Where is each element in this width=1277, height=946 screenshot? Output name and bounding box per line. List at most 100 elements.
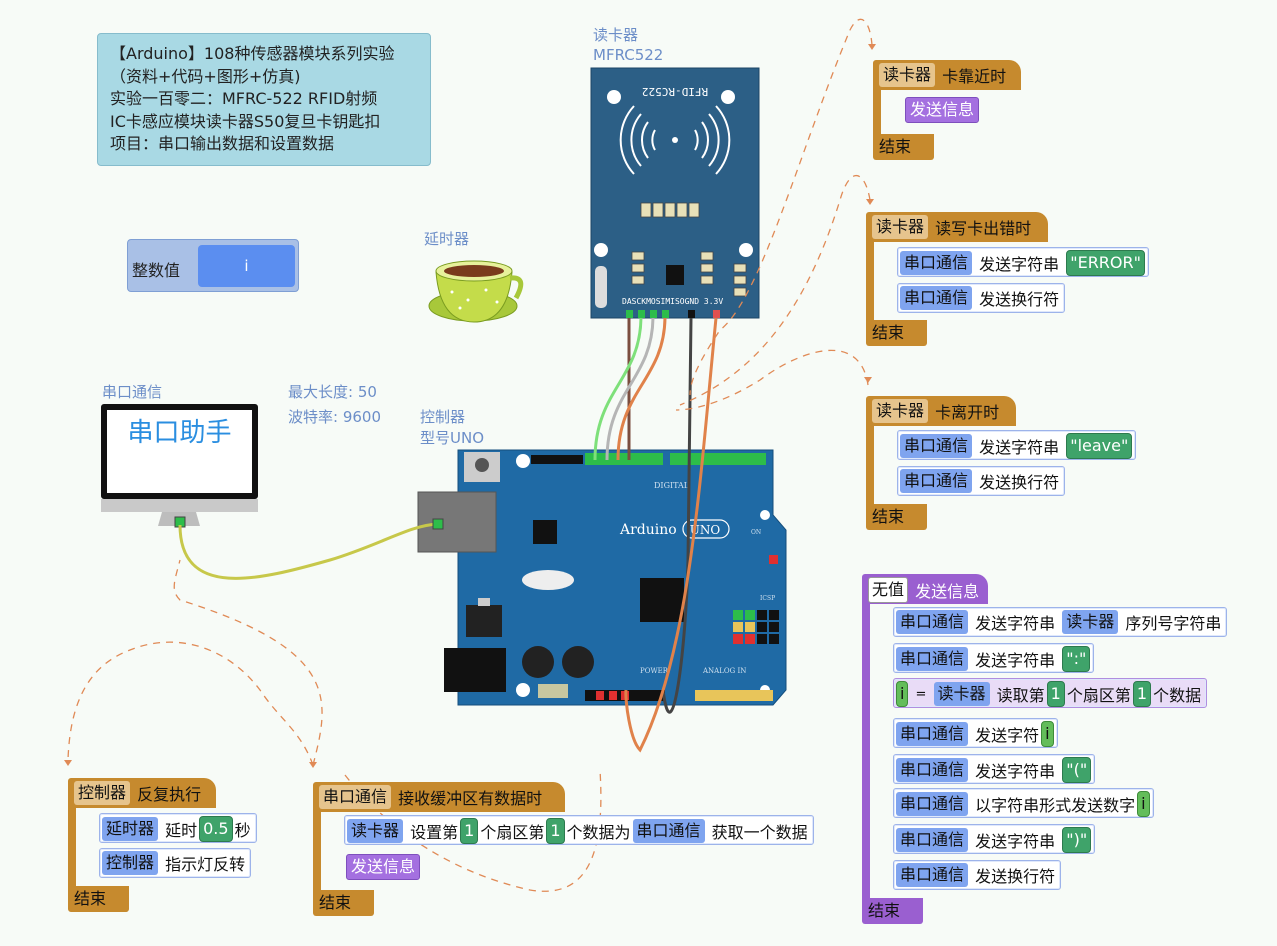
rfid-board-text: RFID-RC522 [642, 85, 708, 98]
event-label: 反复执行 [137, 785, 202, 804]
action-label: 以字符串形式发送数字 [975, 796, 1136, 815]
statement-row[interactable]: 控制器 指示灯反转 [99, 848, 252, 878]
rfid-pin-labels: DASCKMOSIMISOGND 3.3V [622, 297, 723, 306]
function-name-label: 发送信息 [915, 582, 980, 601]
call-row[interactable]: 发送信息 [344, 852, 423, 882]
teacup-delay-icon[interactable] [428, 260, 524, 323]
event-hat[interactable]: 控制器 反复执行 [68, 778, 216, 808]
string-value-chip[interactable]: "ERROR" [1066, 250, 1145, 276]
string-value-chip[interactable]: ":" [1062, 646, 1091, 672]
block-side [866, 426, 874, 506]
action-label: 发送字符 [975, 726, 1040, 745]
block-end: 结束 [866, 320, 927, 346]
variable-chip[interactable]: i [1137, 791, 1150, 817]
serial-monitor[interactable]: 串口助手 [101, 404, 258, 499]
device-chip[interactable]: 读卡器 [347, 819, 404, 843]
project-title-box: 【Arduino】108种传感器模块系列实验 （资料+代码+图形+仿真) 实验一… [97, 33, 431, 166]
title-line: IC卡感应模块读卡器S50复旦卡钥匙扣 [110, 111, 381, 131]
number-chip[interactable]: 1 [1132, 681, 1152, 707]
device-chip[interactable]: 串口通信 [319, 785, 392, 809]
string-value-chip[interactable]: "(" [1062, 757, 1092, 783]
device-chip[interactable]: 读卡器 [879, 63, 936, 87]
device-chip[interactable]: 读卡器 [872, 399, 929, 423]
string-value-chip[interactable]: ")" [1062, 827, 1092, 853]
action-label: 发送字符串 [979, 255, 1060, 274]
action-label: 个数据为 [566, 823, 631, 842]
statement-row[interactable]: 串口通信 发送字符串 读卡器 序列号字符串 [893, 607, 1228, 637]
device-chip[interactable]: 串口通信 [632, 819, 705, 843]
statement-row[interactable]: 串口通信 发送字符串 "leave" [897, 430, 1137, 460]
device-chip[interactable]: 串口通信 [896, 610, 969, 634]
number-chip[interactable]: 1 [460, 818, 479, 844]
device-chip[interactable]: 串口通信 [896, 792, 969, 816]
device-chip[interactable]: 串口通信 [900, 251, 973, 275]
number-chip[interactable]: 0.5 [199, 816, 233, 842]
event-hat[interactable]: 串口通信 接收缓冲区有数据时 [313, 782, 565, 812]
device-chip[interactable]: 串口通信 [900, 434, 973, 458]
action-label: 发送字符串 [975, 832, 1056, 851]
statement-row[interactable]: 串口通信 发送字符串 "(" [893, 754, 1096, 784]
block-side [68, 808, 76, 886]
device-chip[interactable]: 串口通信 [896, 828, 969, 852]
title-line: 项目：串口输出数据和设置数据 [110, 134, 335, 153]
arrow-heads [64, 44, 876, 768]
statement-row[interactable]: 串口通信 发送换行符 [893, 860, 1062, 890]
number-chip[interactable]: 1 [1046, 681, 1065, 707]
function-call-chip[interactable]: 发送信息 [905, 97, 980, 123]
number-chip[interactable]: 1 [546, 818, 565, 844]
action-label: 发送字符串 [975, 614, 1056, 633]
action-label: 延时 [165, 821, 198, 840]
return-type-chip[interactable]: 无值 [868, 577, 909, 603]
action-label: 发送字符串 [979, 438, 1060, 457]
signal-wires [178, 317, 718, 753]
statement-row[interactable]: 串口通信 发送字符串 ")" [893, 824, 1096, 854]
device-chip[interactable]: 串口通信 [896, 722, 969, 746]
device-chip[interactable]: 串口通信 [896, 758, 969, 782]
board-on-label: ON [751, 529, 761, 536]
arduino-uno-board[interactable]: Arduino UNO DIGITAL POWER ANALOG IN ICSP… [417, 449, 787, 706]
serial-baud-rate: 波特率: 9600 [288, 408, 381, 426]
action-label: 序列号字符串 [1125, 614, 1222, 633]
device-chip[interactable]: 串口通信 [900, 469, 973, 493]
device-chip[interactable]: 串口通信 [896, 863, 969, 887]
block-end: 结束 [866, 504, 927, 530]
device-chip[interactable]: 控制器 [74, 781, 131, 805]
statement-row[interactable]: 串口通信 发送换行符 [897, 283, 1066, 313]
statement-row[interactable]: 串口通信 发送字符串 "ERROR" [897, 247, 1149, 277]
device-chip[interactable]: 串口通信 [896, 647, 969, 671]
device-chip[interactable]: 控制器 [102, 851, 159, 875]
device-chip[interactable]: 读卡器 [872, 215, 929, 239]
function-call-chip[interactable]: 发送信息 [346, 854, 421, 880]
string-value-chip[interactable]: "leave" [1066, 433, 1133, 459]
rfid-model-label: MFRC522 [593, 46, 664, 64]
variable-chip[interactable]: i [1041, 721, 1054, 747]
event-label: 读写卡出错时 [935, 219, 1032, 238]
statement-row[interactable]: 串口通信 发送换行符 [897, 466, 1066, 496]
rfid-module[interactable]: RFID-RC522 DASCKMOSIMISOGND 3.3V [590, 67, 760, 319]
call-row[interactable]: 发送信息 [903, 95, 982, 125]
integer-variable-block[interactable]: 整数值 i [127, 239, 299, 292]
event-hat[interactable]: 读卡器 读写卡出错时 [866, 212, 1048, 242]
device-chip[interactable]: 读卡器 [1062, 610, 1119, 634]
variable-name-field[interactable]: i [198, 245, 295, 287]
block-side [873, 90, 881, 134]
device-chip[interactable]: 延时器 [102, 817, 159, 841]
device-chip[interactable]: 串口通信 [900, 286, 973, 310]
board-power-label: POWER [640, 667, 669, 675]
variable-chip[interactable]: i [896, 681, 909, 707]
statement-row[interactable]: 串口通信 发送字符串 ":" [893, 643, 1095, 673]
event-hat[interactable]: 读卡器 卡靠近时 [873, 60, 1021, 90]
event-hat[interactable]: 读卡器 卡离开时 [866, 396, 1016, 426]
device-chip[interactable]: 读卡器 [933, 682, 990, 706]
rfid-label: 读卡器 [593, 26, 639, 44]
event-label: 卡靠近时 [942, 67, 1007, 86]
event-label: 卡离开时 [935, 403, 1000, 422]
unit-label: 秒 [234, 821, 251, 840]
function-hat[interactable]: 无值 发送信息 [862, 574, 988, 604]
